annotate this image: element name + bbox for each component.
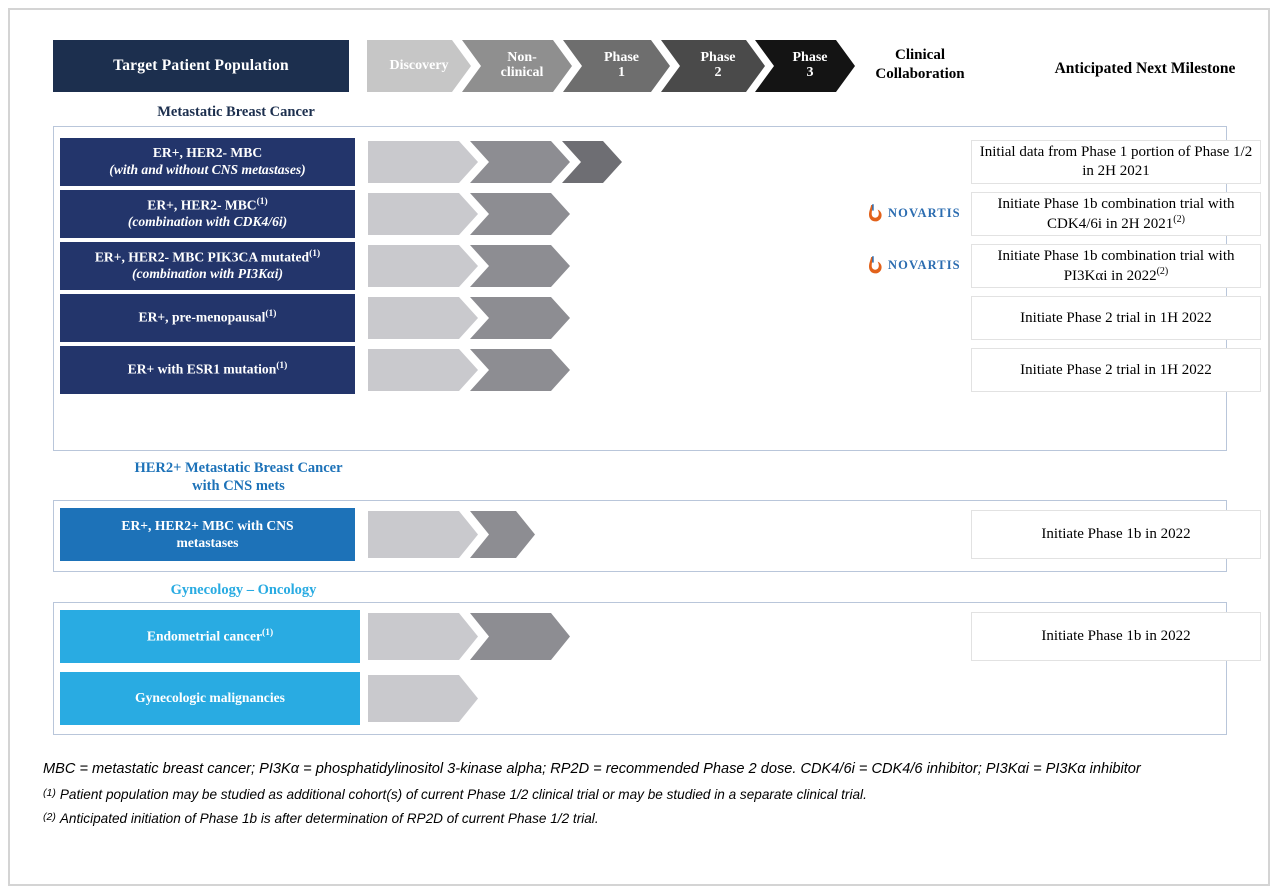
progress-track-1-0 (368, 511, 1028, 558)
header-target-population: Target Patient Population (53, 40, 349, 92)
novartis-wordmark: NOVARTIS (888, 258, 961, 272)
progress-track-0-0 (368, 141, 1028, 183)
population-label-line1: ER+, HER2- MBC PIK3CA mutated(1) (94, 249, 321, 265)
footnote-text: Anticipated initiation of Phase 1b is af… (59, 811, 599, 826)
population-label-line1: Endometrial cancer(1) (146, 627, 274, 644)
section-legend-1: HER2+ Metastatic Breast Cancer with CNS … (103, 460, 374, 496)
population-label-0-2[interactable]: ER+, HER2- MBC PIK3CA mutated(1)(combina… (60, 242, 355, 290)
progress-track-0-2 (368, 245, 1028, 287)
footnote-text: Patient population may be studied as add… (59, 786, 867, 802)
progress-segment-0 (368, 675, 478, 722)
footnote-marker: (1) (265, 309, 277, 320)
header-clinical-collaboration: Clinical Collaboration (875, 47, 965, 82)
footnote-marker: (2) (43, 811, 56, 823)
progress-segment-0 (368, 613, 478, 660)
progress-track-0-1 (368, 193, 1028, 235)
phase-arrow-non-clinical[interactable]: Non- clinical (462, 40, 572, 92)
population-label-2-1[interactable]: Gynecologic malignancies (60, 672, 360, 725)
milestone-2-0[interactable]: Initiate Phase 1b in 2022 (971, 612, 1261, 661)
population-label-line2: (combination with PI3Kαi) (131, 266, 284, 282)
phase-arrow-phase-1[interactable]: Phase 1 (563, 40, 670, 92)
phase-arrow-discovery[interactable]: Discovery (367, 40, 471, 92)
population-label-line1: ER+, HER2+ MBC with CNS (121, 517, 294, 533)
section-legend-0: Metastatic Breast Cancer (113, 104, 359, 122)
footnote-item-1: (1)Patient population may be studied as … (43, 785, 1248, 805)
milestone-text: Initial data from Phase 1 portion of Pha… (979, 144, 1253, 179)
population-label-0-0[interactable]: ER+, HER2- MBC(with and without CNS meta… (60, 138, 355, 186)
footnote-marker: (1) (276, 361, 288, 372)
footnote-marker: (1) (309, 249, 321, 260)
section-legend-2: Gynecology – Oncology (143, 582, 344, 600)
progress-segment-0 (368, 141, 478, 183)
population-label-line1: ER+, pre-menopausal(1) (138, 309, 277, 325)
header-anticipated-milestone: Anticipated Next Milestone (1054, 60, 1236, 77)
footnote-marker: (1) (256, 197, 268, 208)
population-label-line2: metastases (176, 534, 239, 550)
population-label-2-0[interactable]: Endometrial cancer(1) (60, 610, 360, 663)
progress-segment-0 (368, 245, 478, 287)
milestone-0-1[interactable]: Initiate Phase 1b combination trial with… (971, 192, 1261, 236)
progress-segment-1 (470, 349, 570, 391)
footnote-marker: (2) (1156, 265, 1169, 277)
partner-logo-novartis: NOVARTIS (868, 204, 961, 223)
milestone-0-0[interactable]: Initial data from Phase 1 portion of Pha… (971, 140, 1261, 184)
milestone-text: Initiate Phase 1b combination trial with… (997, 247, 1235, 284)
population-label-0-4[interactable]: ER+ with ESR1 mutation(1) (60, 346, 355, 394)
progress-segment-1 (470, 297, 570, 339)
progress-track-2-1 (368, 675, 1028, 722)
novartis-wordmark: NOVARTIS (888, 206, 961, 220)
partner-logo-novartis: NOVARTIS (868, 256, 961, 275)
population-label-line2: (combination with CDK4/6i) (127, 214, 288, 230)
population-label-line2: (with and without CNS metastases) (109, 162, 306, 177)
milestone-1-0[interactable]: Initiate Phase 1b in 2022 (971, 510, 1261, 559)
progress-segment-1 (470, 511, 535, 558)
footnote-marker: (1) (262, 627, 274, 638)
population-label-line1: ER+, HER2- MBC(1) (147, 197, 268, 213)
progress-segment-1 (470, 245, 570, 287)
population-label-line1: ER+, HER2- MBC (152, 145, 263, 161)
footnote-list: (1)Patient population may be studied as … (43, 785, 1248, 830)
population-label-0-3[interactable]: ER+, pre-menopausal(1) (60, 294, 355, 342)
phase-arrow-phase-2[interactable]: Phase 2 (661, 40, 765, 92)
progress-segment-0 (368, 193, 478, 235)
milestone-text: Initiate Phase 2 trial in 1H 2022 (1020, 361, 1212, 378)
footnote-marker: (1) (43, 786, 56, 799)
progress-segment-0 (368, 297, 478, 339)
population-label-line1: Gynecologic malignancies (135, 690, 285, 706)
population-label-0-1[interactable]: ER+, HER2- MBC(1)(combination with CDK4/… (60, 190, 355, 238)
footnotes: MBC = metastatic breast cancer; PI3Kα = … (43, 758, 1248, 829)
footnote-marker: (2) (1173, 213, 1185, 225)
progress-segment-1 (470, 193, 570, 235)
footnote-item-2: (2)Anticipated initiation of Phase 1b is… (43, 809, 1248, 829)
progress-track-2-0 (368, 613, 1028, 660)
milestone-0-2[interactable]: Initiate Phase 1b combination trial with… (971, 244, 1261, 288)
novartis-flame-icon (869, 204, 882, 222)
milestone-0-3[interactable]: Initiate Phase 2 trial in 1H 2022 (971, 296, 1261, 340)
phase-arrow-phase-3[interactable]: Phase 3 (755, 40, 855, 92)
milestone-text: Initiate Phase 1b in 2022 (1041, 628, 1191, 645)
progress-segment-2 (562, 141, 622, 183)
progress-segment-1 (470, 613, 570, 660)
progress-track-0-4 (368, 349, 1028, 391)
milestone-text: Initiate Phase 2 trial in 1H 2022 (1020, 309, 1212, 326)
novartis-flame-icon (869, 256, 882, 274)
milestone-text: Initiate Phase 1b in 2022 (1041, 526, 1191, 543)
milestone-text: Initiate Phase 1b combination trial with… (997, 195, 1235, 232)
footnote-abbreviations: MBC = metastatic breast cancer; PI3Kα = … (43, 761, 1141, 777)
progress-segment-1 (470, 141, 570, 183)
population-label-line1: ER+ with ESR1 mutation(1) (127, 361, 288, 377)
progress-segment-0 (368, 349, 478, 391)
progress-segment-0 (368, 511, 478, 558)
progress-track-0-3 (368, 297, 1028, 339)
milestone-0-4[interactable]: Initiate Phase 2 trial in 1H 2022 (971, 348, 1261, 392)
